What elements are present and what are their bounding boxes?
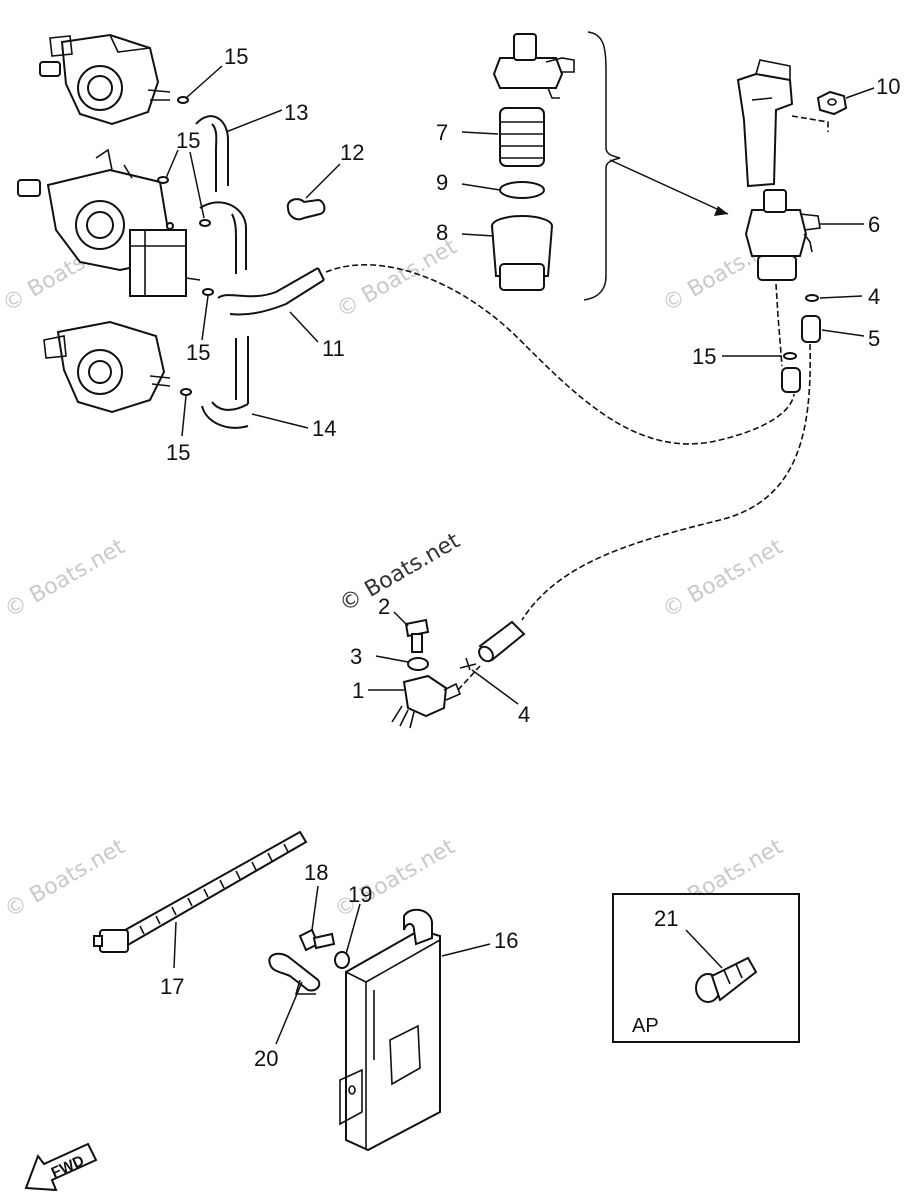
hose-13 xyxy=(195,115,247,274)
callout-6: 6 xyxy=(868,212,880,237)
hose-joint xyxy=(478,620,526,663)
callout-16: 16 xyxy=(494,928,518,953)
callout-18: 18 xyxy=(304,860,328,885)
carburetor-middle xyxy=(17,148,201,297)
filter-element-7 xyxy=(499,107,545,167)
callout-11: 11 xyxy=(322,336,345,361)
assembly-bracket xyxy=(583,31,621,301)
callout-2: 2 xyxy=(378,594,390,619)
watermark: © Boats.net xyxy=(1,534,130,623)
bracket-16 xyxy=(339,908,441,1152)
leader-lines xyxy=(165,65,875,1045)
watermark: © Boats.net xyxy=(336,528,465,617)
arrow-head xyxy=(714,206,728,216)
fwd-arrow: FWD xyxy=(24,1142,98,1192)
hose-clip xyxy=(199,219,211,227)
callout-21: 21 xyxy=(654,906,678,931)
washer-3 xyxy=(407,657,429,671)
filter-cup-8 xyxy=(491,215,553,291)
clip-15-right xyxy=(783,352,797,360)
fuel-filter-6 xyxy=(744,189,821,281)
joint-5 xyxy=(801,315,821,343)
clip-4-top xyxy=(805,294,819,302)
callout-15: 15 xyxy=(224,44,248,69)
callout-9: 9 xyxy=(436,170,448,195)
inset-box: AP xyxy=(612,893,800,1043)
hose-clip xyxy=(157,176,169,184)
fuel-line-lower xyxy=(521,343,811,621)
watermark: © Boats.net xyxy=(331,834,460,923)
filter-bracket xyxy=(736,59,794,188)
callout-14: 14 xyxy=(312,416,336,441)
hose-11 xyxy=(217,267,325,316)
hose-14 xyxy=(201,336,249,429)
callout-8: 8 xyxy=(436,220,448,245)
callout-1: 1 xyxy=(352,678,364,703)
clamp-20 xyxy=(268,952,321,995)
filter-cap xyxy=(492,33,575,99)
carburetor-top xyxy=(39,33,171,126)
callout-10: 10 xyxy=(876,74,900,99)
callout-3: 3 xyxy=(350,644,362,669)
fuel-connector-1 xyxy=(391,674,462,729)
inset-label: AP xyxy=(632,1015,659,1037)
joint-lower xyxy=(781,367,801,393)
connector-line xyxy=(457,665,481,691)
callout-15: 15 xyxy=(692,344,716,369)
filter-to-joint xyxy=(775,283,783,367)
fuel-line-upper xyxy=(325,264,795,445)
hose-clip xyxy=(202,288,214,296)
watermark: © Boats.net xyxy=(1,834,130,923)
callout-7: 7 xyxy=(436,120,448,145)
callout-12: 12 xyxy=(340,140,364,165)
callout-13: 13 xyxy=(284,100,308,125)
hose-clip xyxy=(180,388,192,396)
washer-19 xyxy=(334,951,350,969)
bolt-line xyxy=(791,115,829,132)
callouts: 15 13 12 15 15 11 14 15 7 9 8 10 6 4 5 1… xyxy=(160,44,900,1071)
callout-4: 4 xyxy=(868,284,880,309)
bolt-18 xyxy=(298,928,336,952)
callout-19: 19 xyxy=(348,882,372,907)
assembly-arrow xyxy=(609,159,729,215)
carburetor-bottom xyxy=(43,320,171,414)
cable-tie-17 xyxy=(93,830,308,953)
watermark: © Boats.net xyxy=(659,534,788,623)
fitting-21 xyxy=(695,956,758,1003)
o-ring-9 xyxy=(499,181,545,199)
callout-17: 17 xyxy=(160,974,184,999)
clip-4-bottom xyxy=(459,657,477,671)
screw-2 xyxy=(404,618,430,653)
callout-4: 4 xyxy=(518,702,530,727)
fwd-label: FWD xyxy=(49,1152,87,1181)
callout-5: 5 xyxy=(868,326,880,351)
hose-clip xyxy=(177,96,189,104)
callout-15: 15 xyxy=(166,440,190,465)
callout-15: 15 xyxy=(176,128,200,153)
callout-20: 20 xyxy=(254,1046,278,1071)
nut-10 xyxy=(816,90,848,116)
watermark: © Boats.net xyxy=(333,234,462,323)
callout-15: 15 xyxy=(186,340,210,365)
hose-clamp-12 xyxy=(286,198,326,221)
